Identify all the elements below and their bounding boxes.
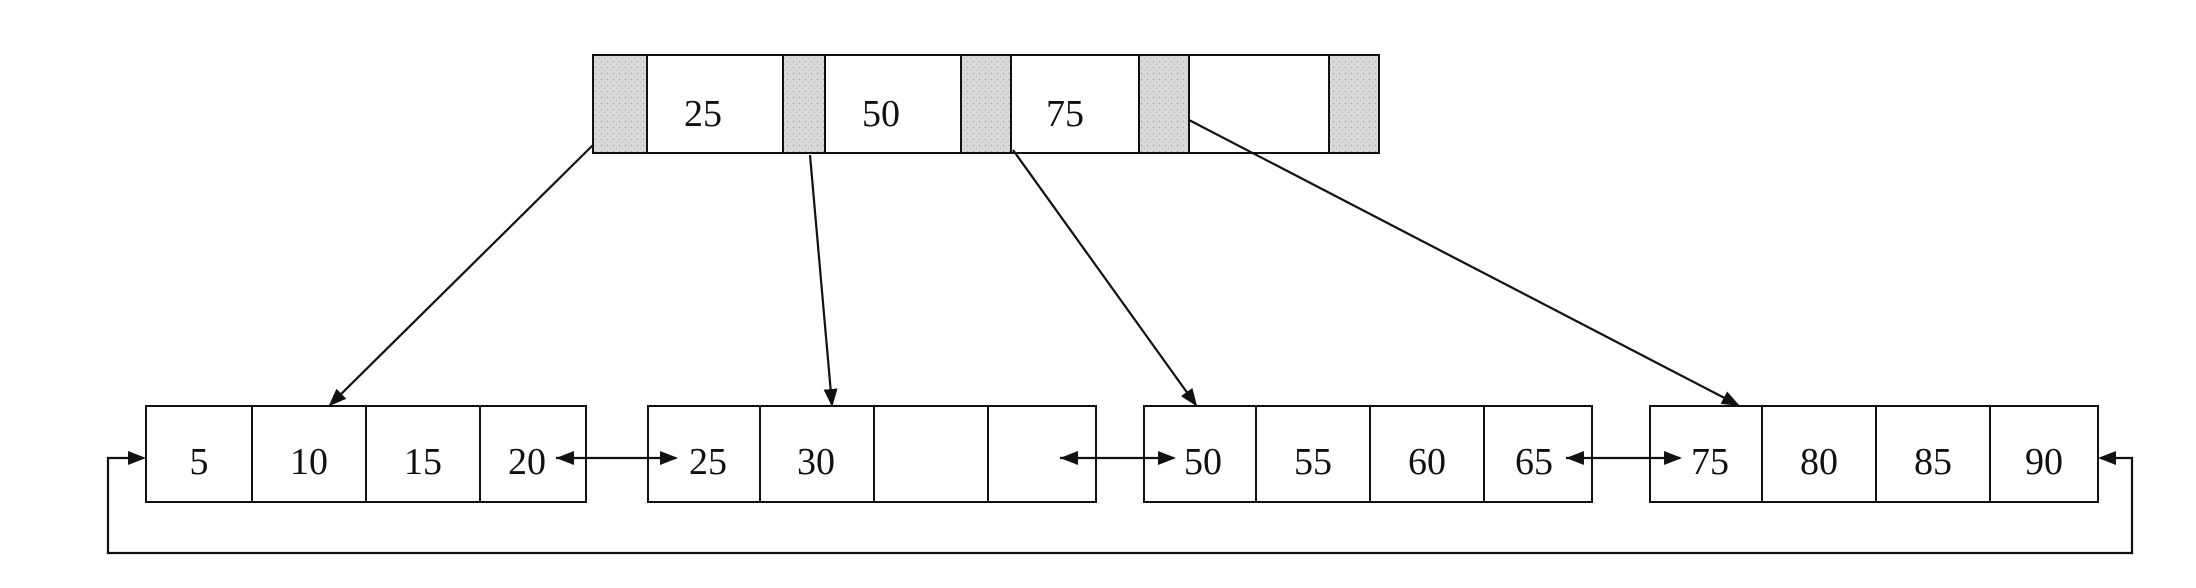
root-key-0: 25 [684,93,722,135]
leaf-2-key-0: 50 [1184,441,1222,483]
arrowhead-icon [1664,451,1682,465]
leaf-3-key-2: 85 [1914,441,1952,483]
leaf-0-key-2: 15 [404,441,442,483]
leaf-3-key-3: 90 [2025,441,2063,483]
root-key-cell-3 [1188,54,1330,154]
leaf-node-3: 75 80 85 90 [1649,405,2099,503]
sibling-arrowheads [556,451,1682,465]
root-key-cell-2 [1010,54,1140,154]
leaf-2-key-1: 55 [1294,441,1332,483]
leaf-cell [1989,405,2099,503]
arrowhead-icon [1158,451,1176,465]
leaf-node-1: 25 30 [647,405,1097,503]
arrowhead-icon [1060,451,1078,465]
root-pointer-4 [1328,54,1380,154]
leaf-cell [1369,405,1485,503]
child-pointer-arrow-2 [1012,149,1198,407]
arrowhead-icon [1566,451,1584,465]
root-pointer-0 [592,54,648,154]
root-key-cell-0 [646,54,784,154]
root-pointer-2 [960,54,1012,154]
root-key-cell-1 [824,54,962,154]
arrowhead-icon [128,451,146,465]
child-pointer-arrow-1 [808,154,838,407]
leaf-cell [1483,405,1593,503]
leaf-2-key-2: 60 [1408,441,1446,483]
root-key-2: 75 [1046,93,1084,135]
child-pointer-arrow-3 [1188,119,1740,406]
leaf-2-key-3: 65 [1515,441,1553,483]
root-pointer-1 [782,54,826,154]
root-pointer-3 [1138,54,1190,154]
leaf-node-2: 50 55 60 65 [1143,405,1593,503]
leaf-0-key-3: 20 [508,441,546,483]
child-pointers [328,119,1740,407]
leaf-cell [365,405,481,503]
leaf-cell [987,405,1097,503]
arrowhead-icon [660,451,678,465]
root-key-1: 50 [862,93,900,135]
leaf-cell [759,405,875,503]
arrowhead-icon [2098,451,2116,465]
leaf-cell [873,405,989,503]
leaf-cell [1875,405,1991,503]
leaf-1-key-1: 30 [797,441,835,483]
wraparound-link [106,451,2134,555]
leaf-3-key-0: 75 [1691,441,1729,483]
leaf-3-key-1: 80 [1800,441,1838,483]
leaf-1-key-0: 25 [689,441,727,483]
leaf-cell [251,405,367,503]
root-node: 25 50 75 [592,54,1380,154]
wraparound-link-line [106,456,2134,555]
child-pointer-arrow-0 [328,144,594,407]
leaf-node-0: 5 10 15 20 [145,405,587,503]
leaf-0-key-0: 5 [190,441,209,483]
arrowhead-icon [556,451,574,465]
leaf-0-key-1: 10 [290,441,328,483]
